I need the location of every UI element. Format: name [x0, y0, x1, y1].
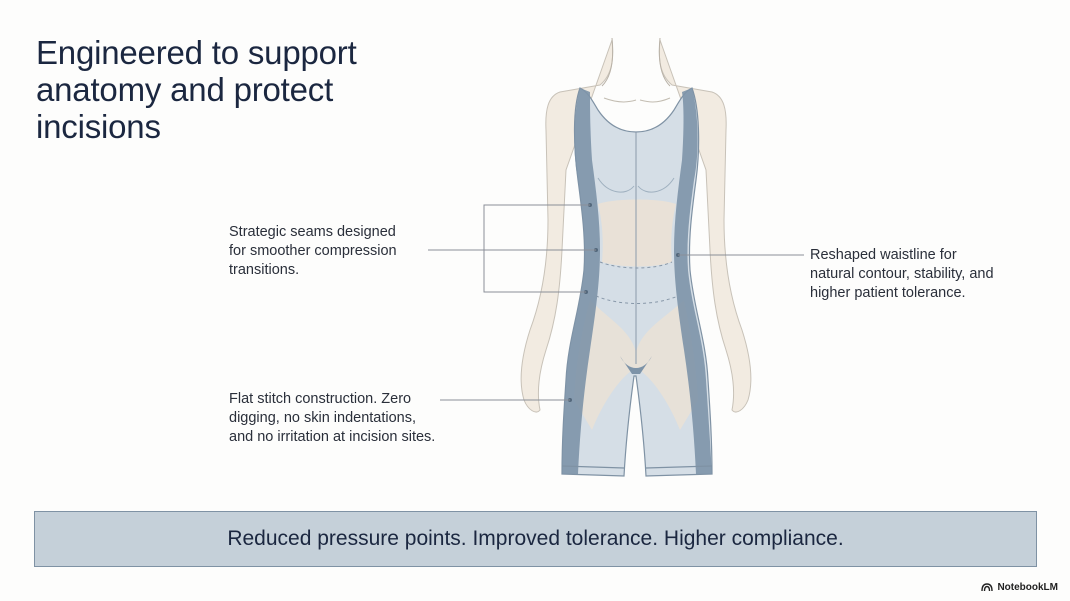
left-side-panel — [562, 88, 600, 474]
waist-panel — [598, 199, 676, 267]
callout-line: and no irritation at incision sites. — [229, 429, 436, 445]
callout-line: higher patient tolerance. — [810, 285, 966, 301]
collarbone — [603, 97, 671, 103]
neck-outline — [601, 37, 671, 87]
hip-panel — [574, 300, 698, 430]
callout-line: Strategic seams designed — [229, 224, 396, 240]
brand-watermark: NotebookLM — [981, 582, 1058, 593]
callout-line: digging, no skin indentations, — [229, 410, 417, 426]
callout-line: Flat stitch construction. Zero — [229, 391, 412, 407]
body-silhouette — [520, 39, 752, 413]
title-line: Engineered to support — [36, 34, 357, 71]
callout-line: natural contour, stability, and — [810, 266, 994, 282]
banner-text: Reduced pressure points. Improved tolera… — [227, 527, 844, 550]
brand-label: NotebookLM — [997, 582, 1058, 593]
summary-banner: Reduced pressure points. Improved tolera… — [34, 511, 1037, 567]
callout-strategic-seams: Strategic seams designed for smoother co… — [229, 223, 397, 280]
title-line: incisions — [36, 108, 161, 145]
waist-seam — [599, 261, 673, 269]
hip-seam — [595, 295, 679, 304]
callout-line: transitions. — [229, 262, 300, 278]
bust-outline — [597, 177, 675, 193]
callout-flat-stitch: Flat stitch construction. Zero digging, … — [229, 390, 435, 447]
right-side-panel — [674, 88, 712, 474]
leader-lines — [428, 204, 804, 401]
callout-line: Reshaped waistline for — [810, 247, 957, 263]
title-line: anatomy and protect — [36, 71, 334, 108]
page-title: Engineered to support anatomy and protec… — [36, 34, 456, 145]
notebooklm-logo-icon — [981, 583, 994, 592]
callout-line: for smoother compression — [229, 243, 397, 259]
callout-reshaped-waistline: Reshaped waistline for natural contour, … — [810, 246, 994, 303]
gusset — [620, 356, 652, 374]
leg-hem — [561, 465, 713, 469]
